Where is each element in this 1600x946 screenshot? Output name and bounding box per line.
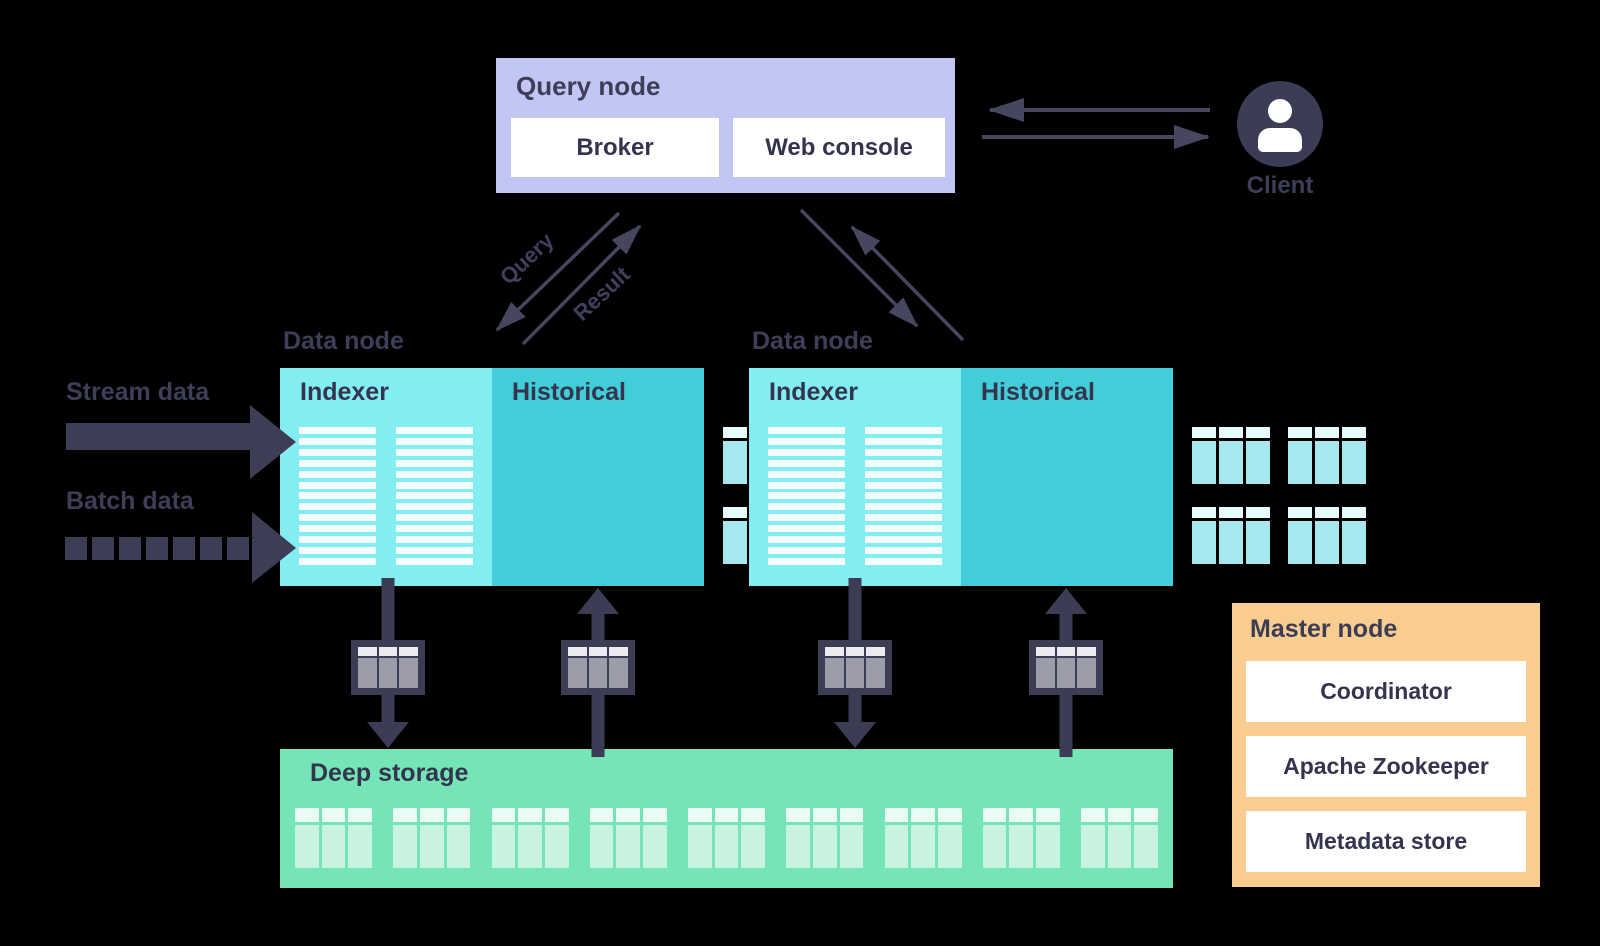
segment-mini-table <box>1036 647 1097 688</box>
client-label: Client <box>1246 172 1314 199</box>
data-node-2-title: Data node <box>752 327 873 355</box>
indexer-task-list <box>865 427 942 565</box>
historical-segments <box>1192 427 1366 564</box>
indexer-task-list <box>768 427 845 565</box>
metadata-store-box: Metadata store <box>1246 811 1526 872</box>
person-body-icon <box>1258 128 1302 152</box>
historical-label: Historical <box>512 378 626 406</box>
data-node-2: Indexer Historical <box>749 368 1366 586</box>
indexer-section: Indexer <box>749 368 961 586</box>
result-arrow-label: Result <box>568 261 635 326</box>
data-node-1: Indexer Historical <box>280 368 897 586</box>
stream-data-arrow <box>66 405 296 479</box>
indexer-label: Indexer <box>300 378 389 406</box>
zookeeper-box: Apache Zookeeper <box>1246 736 1526 797</box>
query-arrow-2 <box>799 208 919 328</box>
broker-box: Broker <box>511 118 719 177</box>
segment-mini-table <box>358 647 419 688</box>
historical-section: Historical <box>492 368 897 586</box>
indexer-task-list <box>396 427 473 565</box>
query-arrow-label: Query <box>494 227 559 290</box>
indexer-section: Indexer <box>280 368 492 586</box>
segment-table-icon <box>351 640 425 695</box>
indexer-label: Indexer <box>769 378 858 406</box>
historical-section: Historical <box>961 368 1366 586</box>
deep-storage-title: Deep storage <box>310 759 469 787</box>
historical-label: Historical <box>981 378 1095 406</box>
indexer-task-list <box>299 427 376 565</box>
query-node-box: Query node Broker Web console <box>496 58 955 193</box>
coordinator-box: Coordinator <box>1246 661 1526 722</box>
client-user-icon <box>1237 81 1323 167</box>
result-arrow-2 <box>850 225 965 342</box>
segment-table-icon <box>1029 640 1103 695</box>
segment-table-icon <box>818 640 892 695</box>
segment-mini-table <box>825 647 886 688</box>
deep-storage-segments <box>295 808 1159 868</box>
master-node-title: Master node <box>1250 615 1398 643</box>
batch-data-label: Batch data <box>66 487 194 515</box>
batch-data-arrow <box>65 512 296 583</box>
segment-mini-table <box>568 647 629 688</box>
segment-table-icon <box>561 640 635 695</box>
web-console-box: Web console <box>733 118 945 177</box>
person-head-icon <box>1268 99 1292 123</box>
deep-storage-box: Deep storage <box>280 749 1173 888</box>
stream-data-label: Stream data <box>66 378 210 406</box>
master-node-box: Master node Coordinator Apache Zookeeper… <box>1232 603 1540 887</box>
data-node-1-title: Data node <box>283 327 404 355</box>
query-node-title: Query node <box>516 71 661 101</box>
